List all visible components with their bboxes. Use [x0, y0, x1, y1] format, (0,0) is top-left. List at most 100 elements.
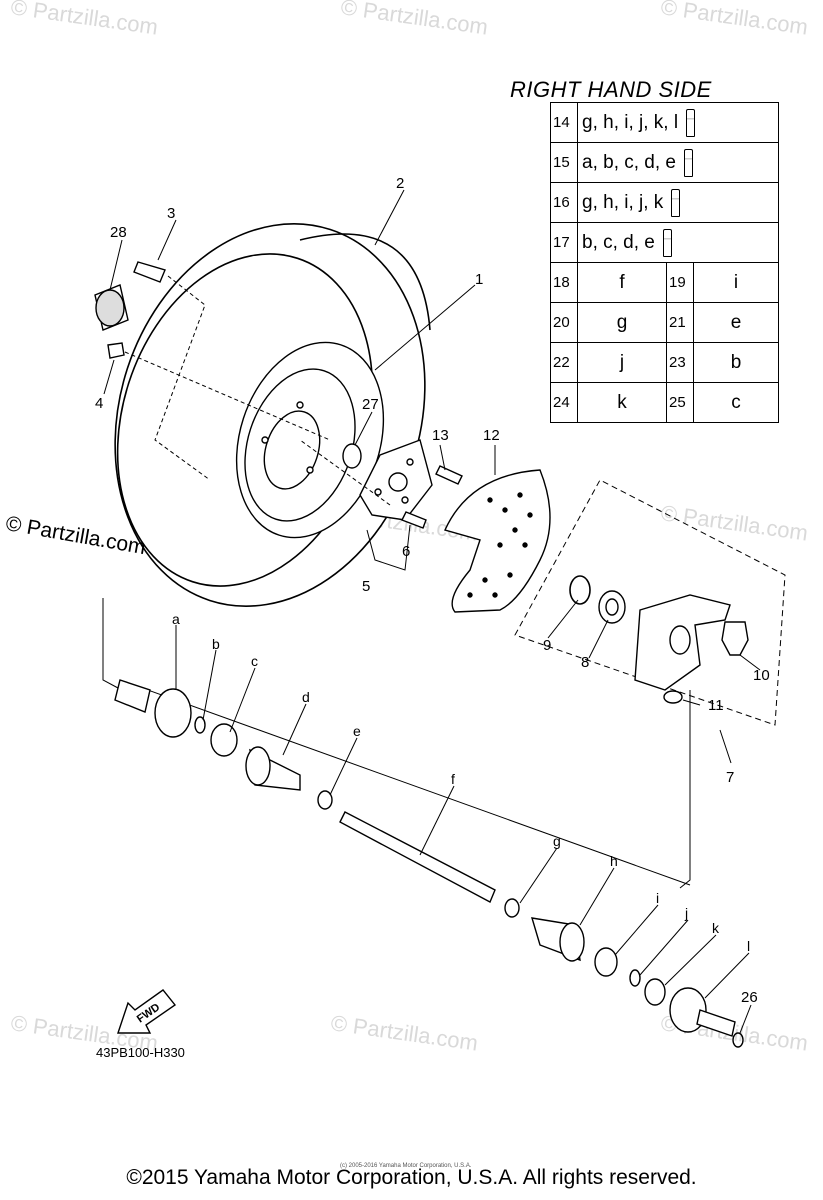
legend-parts: g, h, i, j, k, l	[582, 111, 679, 133]
bg-watermark: © Partzilla.com	[339, 0, 489, 40]
boot-band-g	[504, 898, 520, 918]
legend-value: e	[693, 302, 779, 343]
boot-band-b	[194, 716, 206, 734]
legend-ref-number: 16	[550, 182, 578, 223]
ring-k	[644, 978, 666, 1006]
callout-k: k	[712, 920, 720, 936]
callout-12: 12	[483, 427, 500, 444]
legend-ref-number: 19	[666, 262, 694, 303]
callout-5: 5	[362, 578, 370, 595]
fwd-arrow-icon: FWD	[117, 989, 177, 1034]
callout-a: a	[172, 611, 180, 627]
legend-row: 14 g, h, i, j, k, l	[550, 102, 779, 143]
callout-l: l	[747, 938, 750, 954]
tiny-copyright: (c) 2005-2016 Yamaha Motor Corporation, …	[340, 1163, 472, 1169]
shaft-axis-line	[119, 679, 691, 886]
hub-bolts	[401, 465, 463, 529]
legend-value: b	[693, 342, 779, 383]
callout-9: 9	[543, 637, 551, 654]
bg-watermark: © Partzilla.com	[9, 0, 159, 40]
legend-parts-cell: g, h, i, j, k	[577, 182, 779, 223]
wheel-hub	[359, 439, 433, 521]
legend-ref-number: 20	[550, 302, 578, 343]
legend-parts: b, c, d, e	[582, 231, 655, 253]
bg-watermark: © Partzilla.com	[659, 0, 809, 40]
drive-shaft	[339, 811, 496, 903]
legend-value: g	[577, 302, 667, 343]
callout-b: b	[212, 636, 220, 652]
callout-8: 8	[581, 654, 589, 671]
legend-title: RIGHT HAND SIDE	[510, 77, 712, 102]
legend-row: 20 g 21 e	[550, 302, 779, 343]
valve-stem	[133, 261, 166, 283]
callout-i: i	[656, 890, 659, 906]
legend-parts-cell: b, c, d, e	[577, 222, 779, 263]
legend-value: c	[693, 382, 779, 423]
assembly-bracket-right	[679, 690, 691, 889]
callout-3: 3	[167, 205, 175, 222]
legend-parts-cell: a, b, c, d, e	[577, 142, 779, 183]
ball-joint	[721, 621, 749, 656]
grease-tube-icon	[684, 148, 693, 177]
legend-parts: a, b, c, d, e	[582, 151, 676, 173]
circlip-j	[629, 969, 641, 987]
legend-ref-number: 17	[550, 222, 578, 263]
brake-disc	[444, 469, 551, 613]
boot-band-c	[210, 723, 238, 757]
legend-ref-number: 22	[550, 342, 578, 383]
callout-13: 13	[432, 427, 449, 444]
outer-cv-joint	[114, 679, 192, 738]
assembly-bracket-left	[102, 598, 119, 689]
knuckle-circlip	[663, 690, 683, 704]
sealant-tube-icon	[662, 228, 672, 257]
legend-value: i	[693, 262, 779, 303]
callout-11: 11	[708, 697, 724, 714]
boot-band-e	[317, 790, 333, 810]
legend-row: 17 b, c, d, e	[550, 222, 779, 263]
callout-26: 26	[741, 989, 758, 1006]
valve-dashed-lines	[124, 275, 331, 481]
legend-row: 16 g, h, i, j, k	[550, 182, 779, 223]
callouts: 1 2 3 4 5 6 7 8 9 10 11 12 13 26 27 28 a…	[95, 175, 770, 1006]
valve-cap	[94, 284, 129, 331]
legend-value: k	[577, 382, 667, 423]
callout-h: h	[610, 853, 618, 869]
legend-ref-number: 25	[666, 382, 694, 423]
knuckle-assembly-box	[514, 479, 786, 726]
legend-ref-number: 14	[550, 102, 578, 143]
sealant-tube-icon	[671, 188, 681, 217]
callout-27: 27	[362, 396, 379, 413]
hub-axis-line	[299, 439, 391, 506]
callout-d: d	[302, 689, 310, 705]
legend-row: 15 a, b, c, d, e	[550, 142, 779, 183]
callout-1: 1	[475, 271, 483, 288]
legend-table: 14 g, h, i, j, k, l 15 a, b, c, d, e 16 …	[550, 102, 779, 423]
callout-f: f	[451, 771, 455, 787]
legend-ref-number: 21	[666, 302, 694, 343]
callout-j: j	[684, 905, 688, 921]
hub-collar	[342, 443, 362, 469]
leader-lines	[103, 189, 761, 1034]
steering-knuckle	[634, 594, 731, 691]
boot-d	[245, 746, 301, 791]
legend-ref-number: 18	[550, 262, 578, 303]
inner-cv-joint	[669, 987, 736, 1037]
legend-row: 18 f 19 i	[550, 262, 779, 303]
legend-value: j	[577, 342, 667, 383]
grease-tube-icon	[686, 108, 696, 137]
valve-nut	[107, 342, 125, 359]
circlip	[569, 575, 591, 605]
legend-row: 24 k 25 c	[550, 382, 779, 423]
callout-2: 2	[396, 175, 404, 192]
diagram-code: 43PB100-H330	[96, 1045, 185, 1060]
callout-10: 10	[753, 667, 770, 684]
callout-7: 7	[726, 769, 734, 786]
legend-ref-number: 23	[666, 342, 694, 383]
callout-e: e	[353, 723, 361, 739]
callout-28: 28	[110, 224, 127, 241]
wheel-bearing	[598, 590, 626, 624]
boot-h	[531, 917, 585, 962]
legend-ref-number: 15	[550, 142, 578, 183]
bg-watermark: © Partzilla.com	[659, 500, 809, 545]
